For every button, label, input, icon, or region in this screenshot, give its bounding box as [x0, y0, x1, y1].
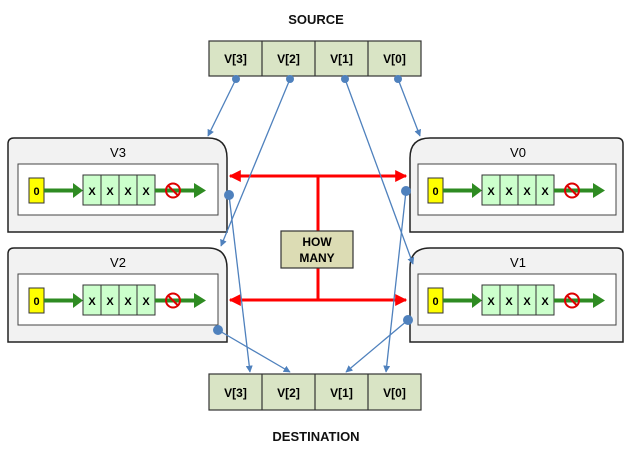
- panel-v3-queue-item: X: [142, 186, 150, 198]
- panel-v1-queue-item: X: [505, 296, 513, 308]
- how-many-line2: MANY: [299, 251, 334, 265]
- panel-v2-queue-item: X: [106, 296, 114, 308]
- panel-v1-queue-item: X: [541, 296, 549, 308]
- panel-v1-start: 0: [432, 296, 438, 308]
- panel-v2-queue-item: X: [88, 296, 96, 308]
- source-cell-v2: V[2]: [277, 52, 300, 66]
- source-cell-v3: V[3]: [224, 52, 247, 66]
- stop-icon: [564, 292, 580, 309]
- panel-v3: V3 0 X X X X: [7, 137, 228, 233]
- panel-v0-queue-item: X: [541, 186, 549, 198]
- panel-v1-queue-item: X: [523, 296, 531, 308]
- how-many-box: HOW MANY: [280, 230, 354, 269]
- source-title: SOURCE: [288, 12, 344, 27]
- source-vector: V[3] V[2] V[1] V[0]: [208, 40, 422, 77]
- destination-connectors: [213, 186, 413, 373]
- panel-v2-queue-item: X: [142, 296, 150, 308]
- destination-cell-v3: V[3]: [224, 386, 247, 400]
- source-connectors: [207, 75, 421, 265]
- source-cell-v0: V[0]: [383, 52, 406, 66]
- panel-v3-queue-item: X: [106, 186, 114, 198]
- panel-v3-title: V3: [110, 145, 126, 160]
- panel-v2: V2 0 X X X X: [7, 247, 228, 343]
- broadcast-arrows: [228, 170, 408, 306]
- how-many-line1: HOW: [302, 235, 332, 249]
- destination-cell-v0: V[0]: [383, 386, 406, 400]
- stop-icon: [165, 182, 181, 199]
- panel-v1: V1 0 X X X X: [409, 247, 624, 343]
- stop-icon: [165, 292, 181, 309]
- panel-v0: V0 0 X X X X: [409, 137, 624, 233]
- destination-cell-v1: V[1]: [330, 386, 353, 400]
- panel-v1-title: V1: [510, 255, 526, 270]
- panel-v0-queue-item: X: [523, 186, 531, 198]
- panel-v0-queue-item: X: [487, 186, 495, 198]
- panel-v3-queue-item: X: [124, 186, 132, 198]
- stop-icon: [564, 182, 580, 199]
- panel-v2-queue-item: X: [124, 296, 132, 308]
- panel-v2-start: 0: [33, 296, 39, 308]
- panel-v3-queue-item: X: [88, 186, 96, 198]
- destination-vector: V[3] V[2] V[1] V[0]: [208, 373, 422, 411]
- destination-title: DESTINATION: [272, 429, 359, 444]
- panel-v0-queue-item: X: [505, 186, 513, 198]
- panel-v0-start: 0: [432, 186, 438, 198]
- panel-v0-title: V0: [510, 145, 526, 160]
- panel-v3-start: 0: [33, 186, 39, 198]
- panel-v1-queue-item: X: [487, 296, 495, 308]
- panel-v2-title: V2: [110, 255, 126, 270]
- source-cell-v1: V[1]: [330, 52, 353, 66]
- destination-cell-v2: V[2]: [277, 386, 300, 400]
